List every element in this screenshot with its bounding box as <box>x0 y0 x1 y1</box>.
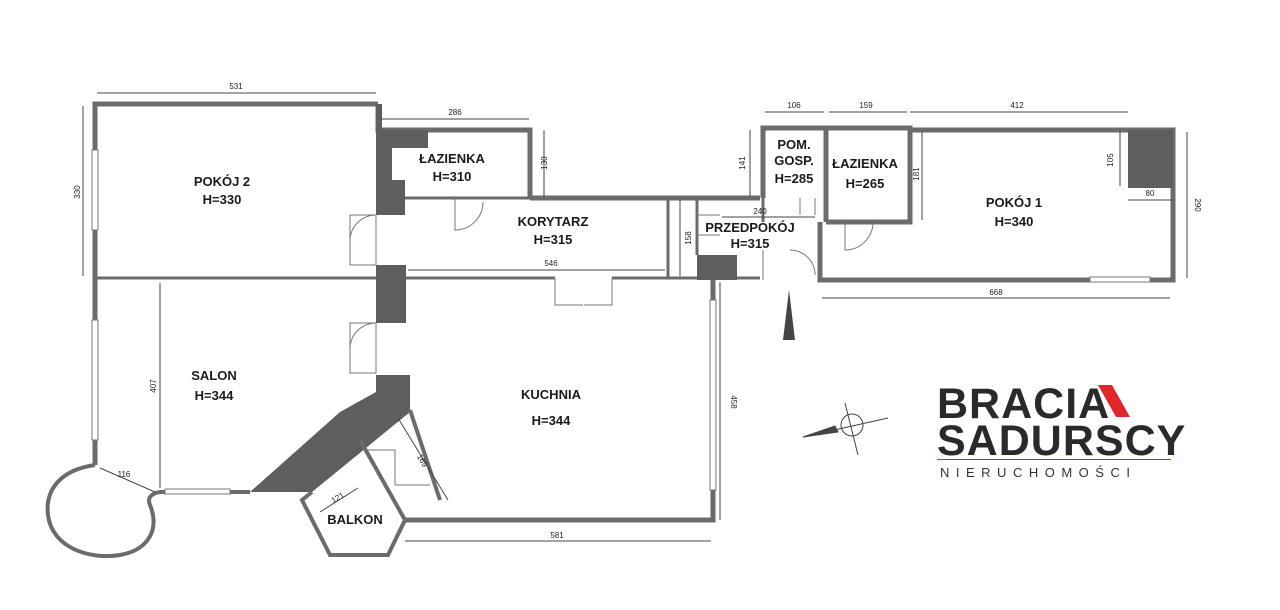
window-pokoj1 <box>1089 276 1151 283</box>
gap <box>376 340 406 365</box>
room-labels: POKÓJ 2 H=330 ŁAZIENKA H=310 KORYTARZ H=… <box>191 137 1042 527</box>
logo-divider <box>937 459 1171 460</box>
door-lazienka-left <box>454 198 484 231</box>
dim-412: 412 <box>1010 101 1024 110</box>
label-lazienka-left: ŁAZIENKA <box>419 151 485 166</box>
logo-accent-mark <box>1098 385 1130 417</box>
label-lazienka-right: ŁAZIENKA <box>832 156 898 171</box>
window-kuchnia <box>709 299 717 491</box>
wall-pom-gosp <box>760 125 829 222</box>
dim-330: 330 <box>73 185 82 199</box>
door-balkon <box>365 449 430 486</box>
height-korytarz: H=315 <box>534 232 573 247</box>
label-pokoj2: POKÓJ 2 <box>194 174 250 189</box>
dim-458: 458 <box>729 395 738 409</box>
logo-subtitle: NIERUCHOMOŚCI <box>940 465 1137 480</box>
wall-block-pokoj1 <box>1128 130 1173 188</box>
label-korytarz: KORYTARZ <box>518 214 589 229</box>
door-main <box>762 249 816 280</box>
door-przedpokoj <box>697 214 720 236</box>
label-kuchnia: KUCHNIA <box>521 387 582 402</box>
door-salon <box>349 322 377 374</box>
dim-581: 581 <box>550 531 564 540</box>
height-lazienka-right: H=265 <box>846 176 885 191</box>
dim-668: 668 <box>989 288 1003 297</box>
wall-block-top <box>376 104 428 215</box>
dimension-lines <box>82 92 1188 542</box>
dim-240: 240 <box>753 207 767 216</box>
height-pokoj1: H=340 <box>995 214 1034 229</box>
dim-105: 105 <box>1106 153 1115 167</box>
dim-116: 116 <box>118 470 131 479</box>
height-salon: H=344 <box>195 388 234 403</box>
label-pom-gosp-2: GOSP. <box>774 153 814 168</box>
dim-141: 141 <box>738 156 747 170</box>
label-pom-gosp-1: POM. <box>777 137 810 152</box>
wall-balkon <box>299 490 407 557</box>
doors <box>349 198 874 486</box>
dim-121: 121 <box>330 490 347 505</box>
logo-line-1: BRACIA <box>937 380 1111 428</box>
dim-159: 159 <box>859 101 873 110</box>
window-pokoj2 <box>91 149 99 231</box>
window-salon <box>91 319 99 441</box>
wall-balkon-inner <box>358 439 407 521</box>
label-balkon: BALKON <box>327 512 383 527</box>
height-pom-gosp: H=285 <box>775 171 814 186</box>
wall-block-diagonal <box>250 375 410 492</box>
height-pokoj2: H=330 <box>203 192 242 207</box>
wall-pokoj2 <box>92 101 378 278</box>
door-swing-pokoj2 <box>349 214 377 241</box>
dim-290: 290 <box>1193 198 1202 212</box>
windows <box>91 149 1151 495</box>
dim-546: 546 <box>544 259 558 268</box>
dim-106: 106 <box>787 101 801 110</box>
wall-bay <box>45 463 163 559</box>
height-lazienka-left: H=310 <box>433 169 472 184</box>
wall-pokoj1 <box>817 127 1176 283</box>
entrance-arrow-icon <box>783 290 795 340</box>
wall-block-middle <box>376 265 406 323</box>
inner-walls <box>95 196 765 280</box>
label-pokoj1: POKÓJ 1 <box>986 195 1042 210</box>
door-swing-salon <box>349 322 377 349</box>
door-pokoj2 <box>349 214 377 266</box>
height-kuchnia: H=344 <box>532 413 571 428</box>
dim-130: 130 <box>540 156 549 170</box>
wall-lazienka-right <box>826 125 913 225</box>
compass-icon <box>802 402 889 456</box>
label-salon: SALON <box>191 368 237 383</box>
dim-80: 80 <box>1146 189 1155 198</box>
wall-blocks <box>250 104 1173 492</box>
dim-181: 181 <box>912 167 921 181</box>
wall-block-przedpokoj <box>697 255 737 280</box>
logo-line-2: SADURSCY <box>937 417 1187 465</box>
height-przedpokoj: H=315 <box>731 236 770 251</box>
dim-158: 158 <box>684 231 693 245</box>
door-lazienka-right <box>844 221 874 251</box>
window-salon-bottom <box>164 488 231 495</box>
label-przedpokoj: PRZEDPOKÓJ <box>705 220 795 235</box>
dim-531: 531 <box>229 82 243 91</box>
dim-286: 286 <box>448 108 462 117</box>
door-kuchnia <box>554 278 613 306</box>
dim-407: 407 <box>149 379 158 393</box>
door-pom-gosp <box>799 198 816 215</box>
wall-balkon-side <box>408 409 442 501</box>
